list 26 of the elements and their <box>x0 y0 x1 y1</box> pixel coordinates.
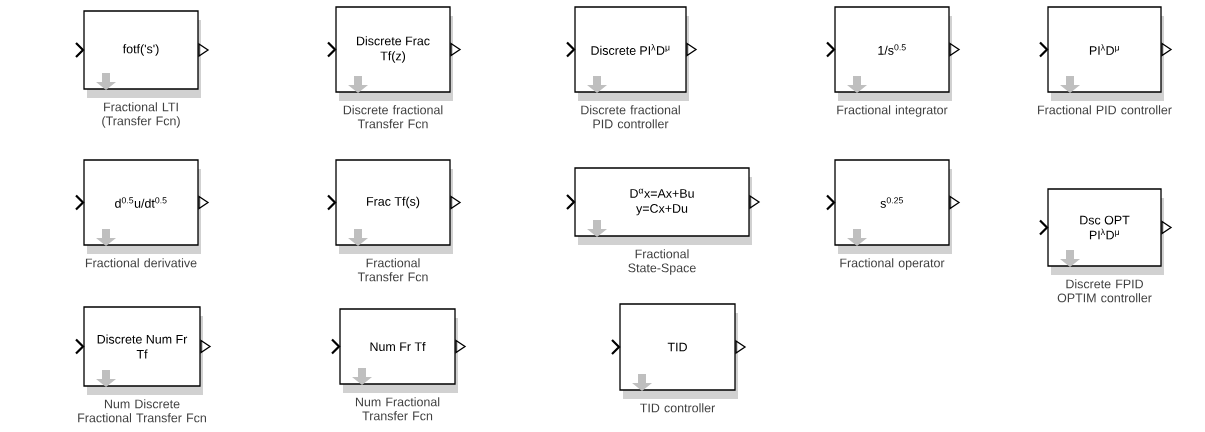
block-caption: Discrete fractional Transfer Fcn <box>343 105 443 129</box>
block-caption: Fractional PID controller <box>1038 105 1172 115</box>
block-caption: Fractional State-Space <box>628 249 696 275</box>
block: Frac Tf(s) <box>335 159 451 246</box>
block: D$^{α}$x=Ax+Bu y=Cx+Du <box>574 167 750 237</box>
block: d$^{0.5}$u/dt$^{0.5}$ <box>83 159 199 246</box>
block-caption: Num Fractional Transfer Fcn <box>355 397 440 421</box>
block: fotf('s') <box>83 10 199 90</box>
block-caption: Fractional Transfer Fcn <box>357 258 428 282</box>
block-caption: Fractional integrator <box>837 105 948 117</box>
block: TID <box>619 303 736 391</box>
block: Num Fr Tf <box>339 308 456 385</box>
block-caption: Fractional LTI (Transfer Fcn) <box>102 102 180 128</box>
block: Discrete Frac Tf(z) <box>335 6 451 93</box>
block-caption: TID controller <box>640 403 715 413</box>
block-caption: Fractional derivative <box>85 258 197 268</box>
block-caption: Discrete FPID OPTIM controller <box>1057 279 1152 303</box>
block-caption: Discrete fractional PID controller <box>581 105 680 129</box>
block: PI$^{λ}$D$^{μ}$ <box>1047 6 1162 93</box>
block-caption: Fractional operator <box>840 258 945 270</box>
block: Dsc OPT PI$^{λ}$D$^{μ}$ <box>1047 188 1162 267</box>
block: s$^{0.25}$ <box>834 159 950 246</box>
block: Discrete Num Fr Tf <box>83 306 201 387</box>
block-caption: Num Discrete Fractional Transfer Fcn <box>78 399 206 423</box>
block: Discrete PI$^{λ}$D$^{μ}$ <box>574 6 687 93</box>
block: 1/s$^{0.5}$ <box>834 6 950 93</box>
